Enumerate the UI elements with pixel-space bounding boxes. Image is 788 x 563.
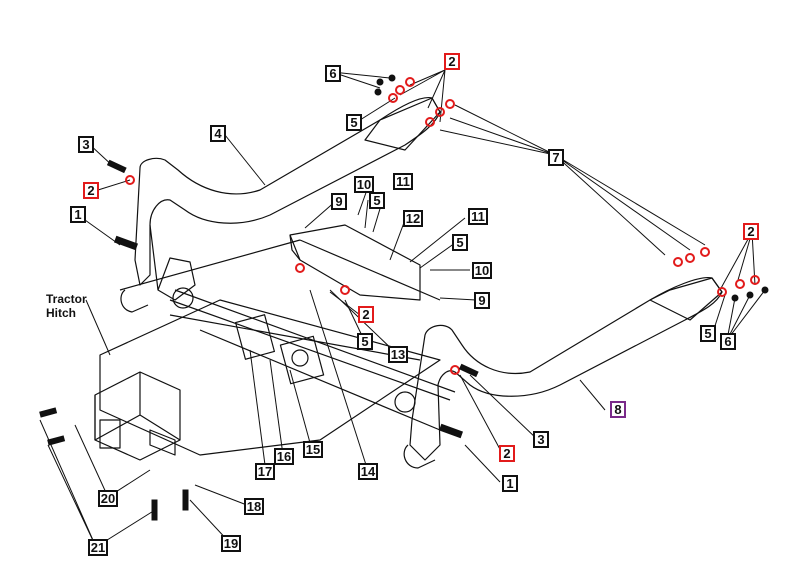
callout-2-center: 2 xyxy=(358,306,374,323)
callout-5-center-right: 5 xyxy=(452,234,468,251)
callout-17: 17 xyxy=(255,463,275,480)
callout-6-right: 6 xyxy=(720,333,736,350)
tractor-hitch-label-line1: Tractor xyxy=(46,292,87,306)
callout-5-center-upper: 5 xyxy=(369,192,385,209)
center-bracket xyxy=(289,224,421,301)
callout-8: 8 xyxy=(610,401,626,418)
callout-16: 16 xyxy=(274,448,294,465)
callout-7: 7 xyxy=(548,149,564,166)
callout-5-center-lower: 5 xyxy=(357,333,373,350)
tractor-hitch-label: Tractor Hitch xyxy=(46,292,87,320)
callout-3-left: 3 xyxy=(78,136,94,153)
callout-12: 12 xyxy=(403,210,423,227)
tractor-hitch-label-line2: Hitch xyxy=(46,306,76,320)
callout-6-top: 6 xyxy=(325,65,341,82)
callout-5-right: 5 xyxy=(700,325,716,342)
callout-15: 15 xyxy=(303,441,323,458)
callout-18: 18 xyxy=(244,498,264,515)
callout-1-left: 1 xyxy=(70,206,86,223)
callout-2-left: 2 xyxy=(83,182,99,199)
callout-11-lower: 11 xyxy=(468,208,488,225)
callout-13: 13 xyxy=(388,346,408,363)
callout-20: 20 xyxy=(98,490,118,507)
callout-3-right: 3 xyxy=(533,431,549,448)
callout-4: 4 xyxy=(210,125,226,142)
callout-2-lower: 2 xyxy=(499,445,515,462)
callout-11-upper: 11 xyxy=(393,173,413,190)
callout-10-lower: 10 xyxy=(472,262,492,279)
callout-9-upper: 9 xyxy=(331,193,347,210)
callout-9-lower: 9 xyxy=(474,292,490,309)
callout-19: 19 xyxy=(221,535,241,552)
upper-lift-arm xyxy=(134,97,441,286)
callout-21: 21 xyxy=(88,539,108,556)
callout-5-top: 5 xyxy=(346,114,362,131)
callout-1-lower: 1 xyxy=(502,475,518,492)
callout-10-upper: 10 xyxy=(354,176,374,193)
callout-2-right: 2 xyxy=(743,223,759,240)
callout-2-top: 2 xyxy=(444,53,460,70)
callout-14: 14 xyxy=(358,463,378,480)
